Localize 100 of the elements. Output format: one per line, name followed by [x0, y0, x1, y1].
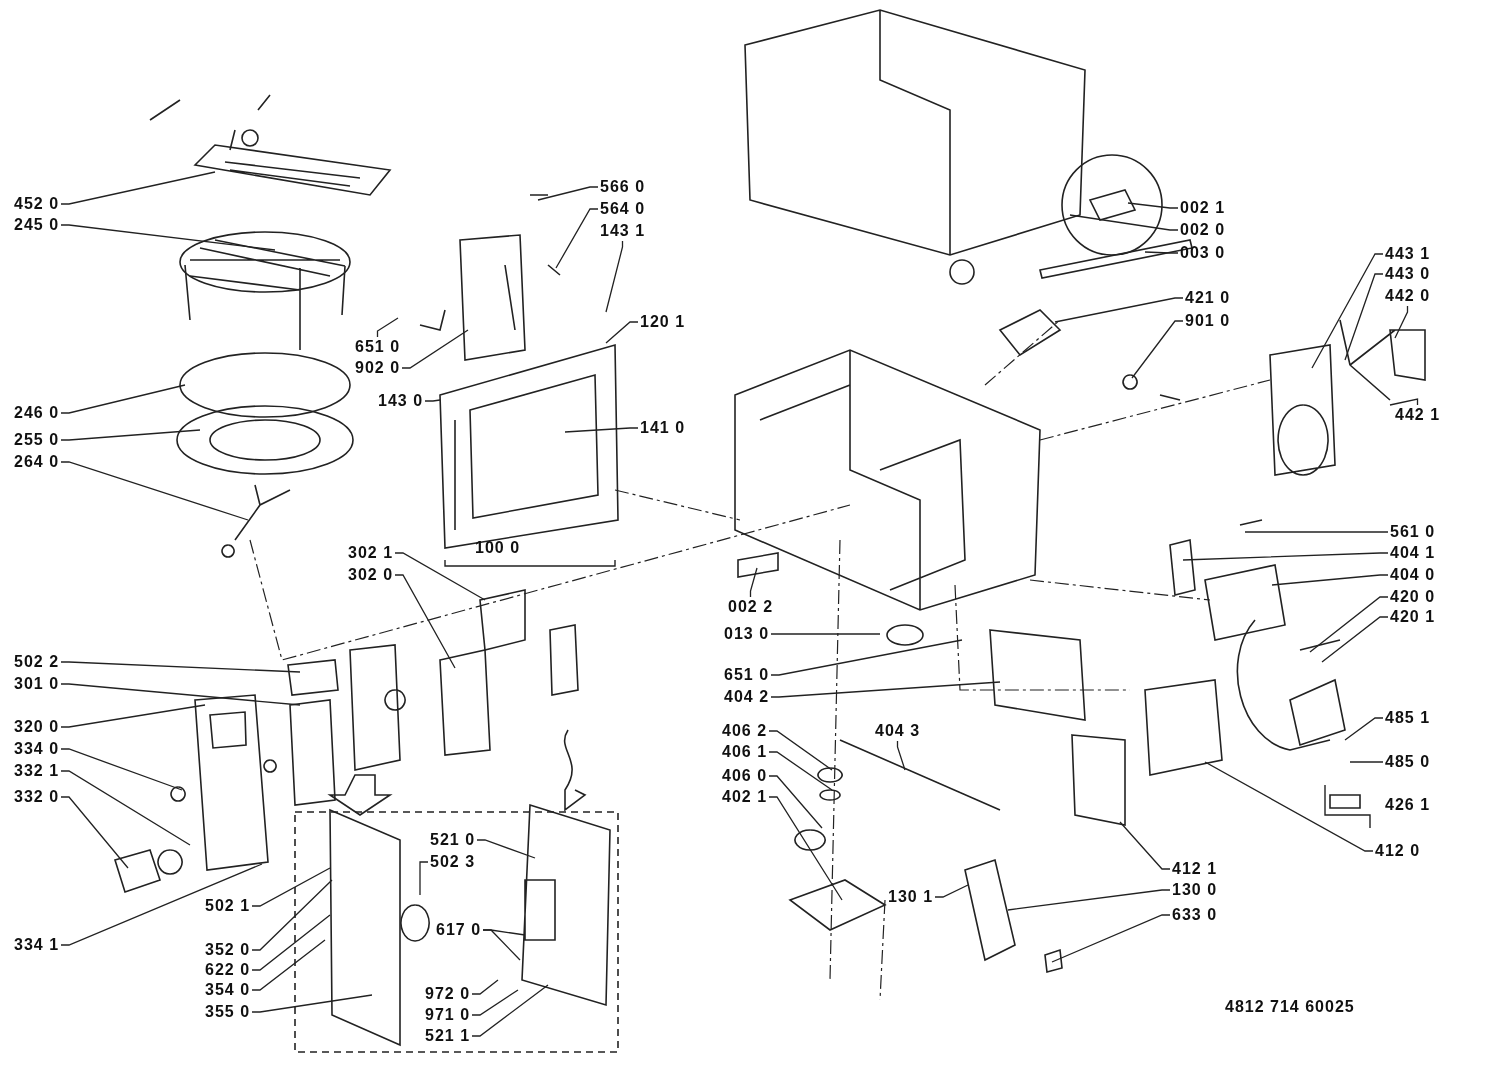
callout-number: 100 0	[475, 539, 521, 557]
callout-number: 404 1	[1390, 544, 1436, 562]
leader-line	[471, 984, 549, 1037]
callout-number: 651 0	[355, 338, 401, 356]
callout-number: 901 0	[1185, 312, 1231, 330]
callout-number: 302 1	[348, 544, 394, 562]
part-number: 4812 714 60025	[1225, 998, 1355, 1016]
callout-number: 355 0	[205, 1003, 251, 1021]
callout-number: 120 1	[640, 313, 686, 331]
callout-number: 402 1	[722, 788, 768, 806]
callout-number: 332 0	[14, 788, 60, 806]
callout-number: 421 0	[1185, 289, 1231, 307]
leader-line	[60, 683, 301, 706]
leader-line	[476, 839, 536, 859]
callout-number: 406 2	[722, 722, 768, 740]
callout-number: 406 0	[722, 767, 768, 785]
leader-line	[251, 994, 373, 1013]
leader-line	[770, 633, 881, 635]
leader-line	[60, 224, 276, 251]
leader-line	[60, 384, 186, 414]
callout-number: 404 3	[875, 722, 921, 740]
callout-number: 502 1	[205, 897, 251, 915]
leader-line	[60, 171, 216, 205]
callout-number: 633 0	[1172, 906, 1218, 924]
leader-line	[564, 427, 639, 433]
callout-number: 404 0	[1390, 566, 1436, 584]
callout-number: 651 0	[724, 666, 770, 684]
leader-line	[1309, 596, 1389, 653]
callout-number: 502 3	[430, 853, 476, 871]
callout-number: 502 2	[14, 653, 60, 671]
leader-line	[376, 317, 399, 338]
callout-number: 334 1	[14, 936, 60, 954]
callout-number: 302 0	[348, 566, 394, 584]
leader-line	[471, 989, 519, 1016]
leader-line	[251, 939, 326, 991]
leader-line	[60, 461, 249, 521]
callout-number: 255 0	[14, 431, 60, 449]
callout-number: 246 0	[14, 404, 60, 422]
callout-number: 412 1	[1172, 860, 1218, 878]
callout-number: 442 0	[1385, 287, 1431, 305]
leader-line	[60, 704, 206, 728]
callout-number: 617 0	[436, 921, 482, 939]
callout-number: 521 0	[430, 831, 476, 849]
leader-line	[1349, 761, 1384, 763]
leader-line	[768, 796, 843, 901]
leader-line	[555, 208, 599, 269]
leader-line	[1007, 889, 1171, 911]
leader-line	[1182, 552, 1389, 561]
leader-line	[1204, 761, 1374, 852]
leader-line	[896, 740, 906, 771]
callout-number: 352 0	[205, 941, 251, 959]
callout-number: 420 1	[1390, 608, 1436, 626]
leader-line	[1131, 320, 1184, 379]
leader-line	[471, 979, 499, 995]
callout-number: 485 0	[1385, 753, 1431, 771]
callout-number: 485 1	[1385, 709, 1431, 727]
leader-line	[60, 863, 263, 946]
callout-number: 426 1	[1385, 796, 1431, 814]
callout-number: 334 0	[14, 740, 60, 758]
leader-line	[1244, 531, 1389, 533]
callout-number: 002 2	[728, 598, 774, 616]
leader-line	[251, 879, 333, 951]
callout-number: 301 0	[14, 675, 60, 693]
leader-line	[537, 186, 599, 201]
leader-line	[401, 329, 469, 369]
callout-number: 443 1	[1385, 245, 1431, 263]
leader-line	[394, 552, 486, 601]
callout-number: 443 0	[1385, 265, 1431, 283]
callout-number: 420 0	[1390, 588, 1436, 606]
callout-number: 354 0	[205, 981, 251, 999]
leader-line	[394, 574, 456, 669]
leader-line	[605, 240, 624, 313]
leader-line	[605, 321, 639, 344]
leader-line	[768, 751, 833, 791]
callout-number: 442 1	[1395, 406, 1441, 424]
leader-line	[1144, 251, 1179, 254]
callout-number: 245 0	[14, 216, 60, 234]
leader-line	[770, 681, 1001, 698]
leader-line	[1271, 574, 1389, 586]
leader-line	[768, 730, 833, 771]
callout-number: 143 0	[378, 392, 424, 410]
leader-line	[770, 639, 963, 676]
leader-line	[1051, 914, 1171, 963]
callout-number: 902 0	[355, 359, 401, 377]
callout-number: 130 0	[1172, 881, 1218, 899]
leader-line	[60, 661, 301, 673]
callout-number: 972 0	[425, 985, 471, 1003]
leader-line	[1054, 297, 1184, 323]
callout-number: 130 1	[888, 888, 934, 906]
leader-line	[60, 748, 183, 791]
leader-line	[768, 775, 823, 829]
callout-number: 332 1	[14, 762, 60, 780]
leader-line	[1127, 202, 1179, 209]
callout-number: 264 0	[14, 453, 60, 471]
callout-number: 412 0	[1375, 842, 1421, 860]
leader-line	[1311, 253, 1384, 369]
leader-line	[1344, 717, 1384, 741]
leader-line	[1321, 616, 1389, 663]
callout-number: 566 0	[600, 178, 646, 196]
leader-line	[749, 567, 758, 598]
